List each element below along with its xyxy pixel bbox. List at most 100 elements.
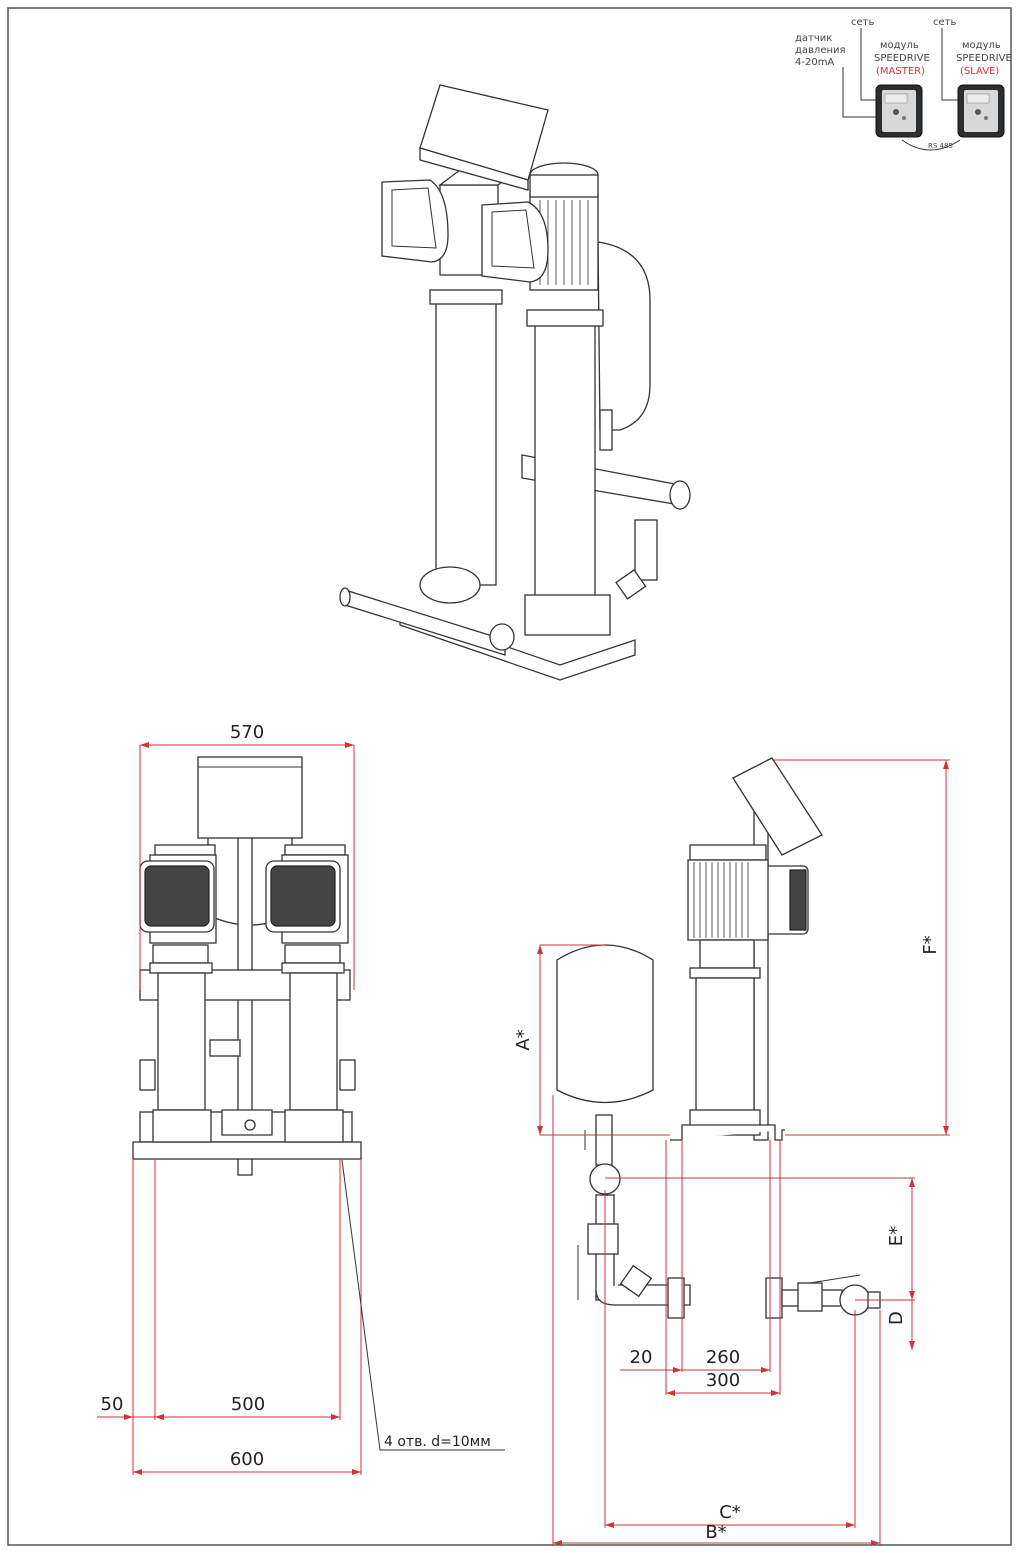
side-drive-face — [789, 869, 807, 931]
side-motor-cap — [689, 844, 767, 861]
slave-label-line3: (SLAVE) — [960, 66, 999, 77]
iso-tank-valve — [599, 409, 613, 451]
dimB-arrow-right — [871, 1540, 880, 1546]
front-tank-valve — [209, 1039, 241, 1057]
front-right-pump-base — [284, 1109, 344, 1143]
side-tank-valve — [595, 1114, 613, 1166]
front-right-pump-body — [289, 972, 338, 1111]
iso-discharge-valve — [634, 519, 658, 581]
front-control-box — [197, 756, 303, 839]
front-left-drive-face — [144, 865, 210, 927]
dimC-arrow-left — [605, 1522, 614, 1528]
dimE-arrow-bottom — [909, 1291, 915, 1300]
iso-control-box-side — [419, 147, 529, 191]
dimC-arrow-right — [846, 1522, 855, 1528]
side-suction-valve — [797, 1282, 823, 1312]
dim-20-label: 20 — [630, 1347, 653, 1368]
dim20-arrow — [673, 1367, 682, 1373]
side-pump-body — [695, 977, 755, 1114]
iso-drive1-face — [391, 187, 437, 249]
dimE-arrow-top — [909, 1178, 915, 1187]
dimA-arrow-top — [537, 945, 543, 954]
master-label-line3: (MASTER) — [876, 66, 925, 77]
iso-base-frame — [399, 609, 636, 681]
power-wire-master — [860, 28, 878, 101]
front-view — [132, 756, 362, 1176]
master-module — [875, 84, 923, 138]
dim600-arrow-left — [133, 1469, 142, 1475]
wiring-scheme: датчик давления 4-20mA сеть сеть модуль … — [795, 17, 1012, 151]
side-base-frame — [670, 1124, 785, 1141]
dimD-arrow-bottom — [909, 1341, 915, 1350]
front-right-coupling — [284, 944, 341, 964]
iso-suction-end — [339, 587, 351, 607]
sensor-label-line1: датчик — [795, 33, 832, 44]
dim-c-label: C* — [719, 1502, 741, 1523]
front-dimensions: 570 50 500 600 4 отв. d=10мм — [97, 722, 505, 1475]
side-post — [753, 779, 769, 1141]
side-control-box — [732, 757, 823, 856]
dim300-arrow-right — [771, 1390, 780, 1396]
front-left-coupling — [152, 944, 209, 964]
slave-label-line2: SPEEDRIVE — [956, 53, 1012, 64]
iso-discharge-opening — [669, 480, 691, 510]
dim570-arrow-right — [345, 742, 354, 748]
sensor-label-line2: давления — [795, 45, 846, 56]
dim-600-label: 600 — [230, 1449, 264, 1470]
side-coupling — [699, 939, 755, 969]
front-right-drive-face — [270, 865, 336, 927]
dim-500-label: 500 — [231, 1394, 265, 1415]
isometric-view — [339, 84, 691, 681]
front-base — [132, 1141, 362, 1160]
dim-f-label: F* — [920, 935, 941, 954]
dim260-arrow — [761, 1367, 770, 1373]
power-slave-label: сеть — [933, 17, 956, 28]
slave-module — [957, 84, 1005, 138]
dim300-arrow-left — [666, 1390, 675, 1396]
iso-drive1 — [381, 179, 449, 263]
iso-suction-opening — [489, 623, 515, 651]
dim570-arrow-left — [140, 742, 149, 748]
dim-a-label: A* — [513, 1029, 534, 1050]
side-motor-fins — [693, 862, 749, 938]
iso-check-valve — [615, 569, 647, 600]
iso-pump2-base — [524, 594, 611, 636]
dim500-arrow-left — [155, 1414, 164, 1420]
side-discharge-valve — [587, 1223, 619, 1255]
sensor-wire — [842, 67, 876, 118]
iso-pump1-flange — [429, 289, 503, 305]
iso-pump1-base — [419, 566, 481, 604]
master-label-line2: SPEEDRIVE — [874, 53, 930, 64]
side-check-valve — [619, 1264, 653, 1298]
slave-label-line1: модуль — [962, 40, 1001, 51]
front-right-outlet-stub — [339, 1059, 356, 1091]
side-dimensions: A* F* E* D 20 260 300 — [513, 759, 950, 1546]
side-pump-flange — [689, 967, 761, 979]
iso-pump1-body — [435, 299, 497, 586]
power-wire-slave — [941, 28, 960, 101]
holes-leader — [341, 1159, 505, 1451]
iso-tank — [597, 241, 651, 431]
front-left-outlet-stub — [139, 1059, 156, 1091]
dimB-arrow-left — [553, 1540, 562, 1546]
dimF-arrow-top — [943, 760, 949, 769]
front-left-pump-body — [157, 972, 206, 1111]
sheet-frame — [7, 7, 1012, 1546]
front-left-flange — [149, 962, 213, 974]
side-discharge-flange — [667, 1277, 685, 1319]
dim-300-label: 300 — [706, 1370, 740, 1391]
front-left-motor-cap — [154, 844, 216, 856]
dim-d-label: D — [886, 1311, 907, 1325]
dimF-arrow-bottom — [943, 1126, 949, 1135]
front-bracket-hole — [244, 1119, 256, 1131]
side-discharge-tee — [589, 1163, 621, 1195]
dimA-arrow-bottom — [537, 1126, 543, 1135]
side-suction-valve-handle — [809, 1274, 861, 1284]
iso-pump2-body — [534, 319, 596, 611]
dim500-arrow-right — [331, 1414, 340, 1420]
bus-label: RS 485 — [928, 142, 953, 150]
dim-b-label: B* — [705, 1522, 726, 1543]
dim600-arrow-right — [352, 1469, 361, 1475]
